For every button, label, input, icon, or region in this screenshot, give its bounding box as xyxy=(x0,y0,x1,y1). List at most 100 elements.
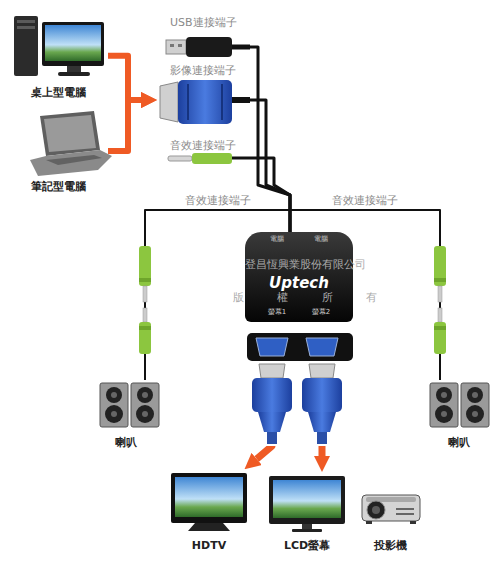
vga-cable xyxy=(267,432,277,444)
vga-plug xyxy=(302,364,342,444)
speaker-cabinet xyxy=(461,383,489,427)
audio-tip xyxy=(168,156,192,161)
speaker-cabinet xyxy=(100,383,128,427)
vga-strain-relief xyxy=(258,412,286,432)
projector-vent xyxy=(396,508,414,510)
audio-socket xyxy=(139,246,151,286)
speaker-pair xyxy=(100,383,159,427)
vga-plug xyxy=(252,364,292,444)
speaker-pair xyxy=(430,383,489,427)
device-label: 筆記型電腦 xyxy=(31,180,86,194)
usb-body xyxy=(186,37,232,57)
cable xyxy=(250,100,290,232)
speaker-cap xyxy=(441,411,447,417)
audio-band xyxy=(434,278,446,282)
cable-stub xyxy=(232,45,250,50)
desktop-computer: 桌上型電腦 xyxy=(8,8,108,100)
connector-label: 影像連接端子 xyxy=(170,64,236,78)
vga-shell xyxy=(259,364,285,378)
audio-tip xyxy=(438,308,442,322)
audio-plug xyxy=(139,322,151,354)
lcd-bezel xyxy=(269,476,345,524)
drive-slot xyxy=(17,20,35,23)
monitor-screen xyxy=(45,25,101,61)
hdtv: HDTV xyxy=(160,468,258,553)
port-panel xyxy=(247,333,353,361)
usb-tip xyxy=(166,40,186,54)
audio-band xyxy=(139,326,151,330)
laptop-screen xyxy=(44,115,96,152)
audio-body xyxy=(192,153,232,164)
audio-tip xyxy=(438,286,442,302)
vga-ridge xyxy=(187,84,189,120)
audio-plug-pair xyxy=(139,246,151,354)
drive-slot xyxy=(17,26,35,29)
vga-connector: 影像連接端子 xyxy=(155,62,250,130)
cable xyxy=(250,158,290,232)
speaker: 喇叭 xyxy=(92,380,160,450)
vga-ridge xyxy=(221,84,223,120)
projector-lens-glass xyxy=(372,506,380,514)
audio-socket xyxy=(434,246,446,286)
device-label: LCD螢幕 xyxy=(284,539,330,553)
watermark: 登昌恆興業股份有限公司 xyxy=(245,258,366,272)
projector-body xyxy=(362,495,420,521)
device-label: 喇叭 xyxy=(448,436,470,450)
speaker-cone xyxy=(136,405,154,423)
kvm-switch: 電腦電腦Uptech螢幕1螢幕2 xyxy=(245,232,353,322)
speaker-cone xyxy=(436,387,452,403)
projector: 投影機 xyxy=(352,485,428,553)
cable-label: 音效連接端子 xyxy=(183,194,253,208)
port-label: 電腦 xyxy=(314,235,328,244)
audio-band xyxy=(434,326,446,330)
audio-plug-pair xyxy=(434,246,446,354)
speaker-cap xyxy=(472,392,478,398)
vga-body xyxy=(252,378,292,412)
vga-cable xyxy=(317,432,327,444)
audio-connector: 音效連接端子 xyxy=(160,137,250,167)
speaker-cap xyxy=(111,411,117,417)
connector-label: USB連接端子 xyxy=(170,16,237,30)
audio-band xyxy=(139,278,151,282)
vga-port xyxy=(256,338,288,356)
device-label: 喇叭 xyxy=(115,436,137,450)
device-label: 投影機 xyxy=(374,539,407,553)
watermark: 版 權 所 有 xyxy=(233,291,378,305)
vga-shell xyxy=(160,82,178,122)
port-label: 螢幕1 xyxy=(268,308,286,317)
vga-body xyxy=(302,378,342,412)
speaker-cone xyxy=(435,405,453,423)
vga-shell xyxy=(309,364,335,378)
projector-lens xyxy=(367,501,385,519)
lcd-stand xyxy=(302,524,312,529)
cable-stub xyxy=(232,97,250,103)
cable-label: 音效連接端子 xyxy=(330,194,400,208)
monitor-bezel xyxy=(42,22,104,66)
speaker-cap xyxy=(472,411,478,417)
vga-body xyxy=(178,80,232,124)
tower-case xyxy=(14,16,38,76)
vga-strain-relief xyxy=(308,412,336,432)
speaker-cone xyxy=(466,405,484,423)
monitor-stand xyxy=(67,66,81,73)
cable xyxy=(250,47,290,232)
usb-hole xyxy=(178,44,182,47)
laptop-keyboard xyxy=(46,155,102,165)
tv-screen xyxy=(175,477,243,517)
speaker-cap xyxy=(142,392,148,398)
laptop-base xyxy=(30,150,112,176)
speaker: 喇叭 xyxy=(425,380,493,450)
speaker-cone xyxy=(106,387,122,403)
flow-arrow xyxy=(319,322,326,456)
speaker-cone xyxy=(467,387,483,403)
connector-label: 音效連接端子 xyxy=(170,139,236,153)
lcd-screen xyxy=(273,480,341,518)
usb-connector: USB連接端子 xyxy=(160,14,250,62)
brand-name: Uptech xyxy=(269,274,329,293)
port-label: 電腦 xyxy=(270,235,284,244)
vga-port xyxy=(306,338,338,356)
tv-bezel xyxy=(171,473,247,523)
laptop-lid xyxy=(40,111,100,156)
laptop-computer: 筆記型電腦 xyxy=(8,108,108,194)
